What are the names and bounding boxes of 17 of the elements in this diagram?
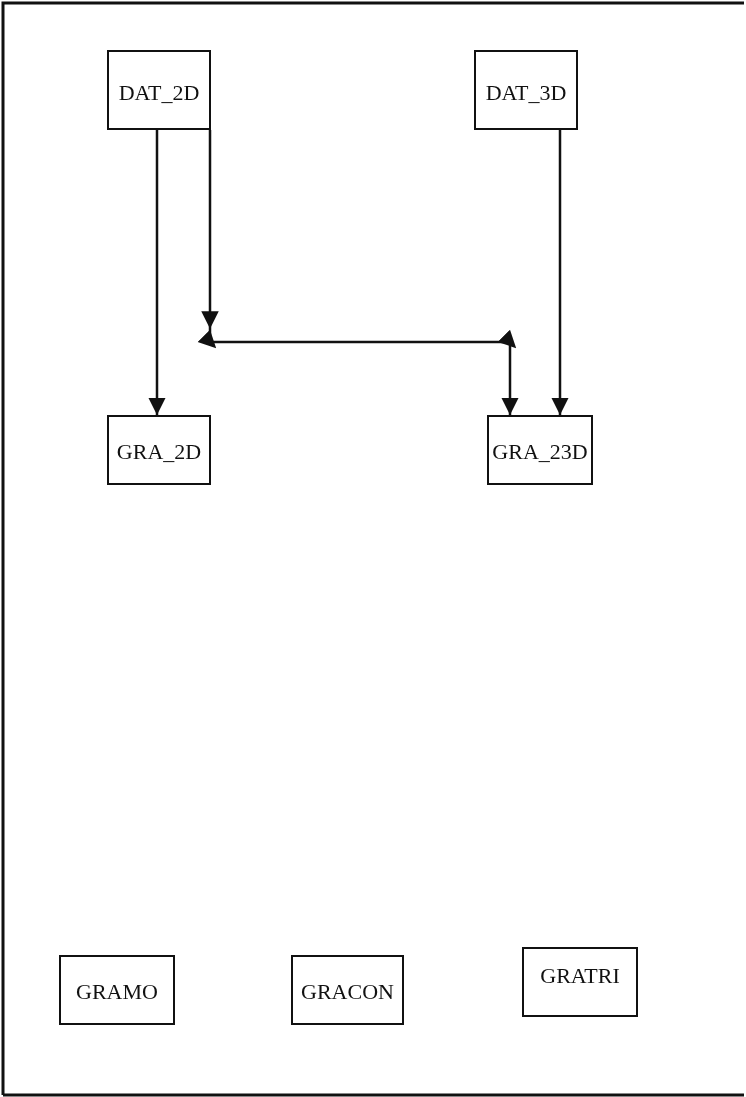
process-box (474, 50, 578, 130)
box-label: GRAMO (76, 979, 158, 1006)
process-box (291, 955, 404, 1025)
arrow (198, 130, 519, 415)
box-label: GRA_23D (492, 439, 588, 466)
box-label: GRA_2D (116, 439, 202, 466)
process-box (107, 415, 211, 485)
arrow (148, 130, 166, 415)
box-label: DAT_2D (118, 80, 200, 107)
box-label: GRATRI (540, 963, 620, 990)
arrow (551, 130, 569, 415)
process-box (59, 955, 175, 1025)
process-box (522, 947, 638, 1017)
box-label: DAT_3D (485, 80, 567, 107)
box-label: GRACON (301, 979, 394, 1006)
process-box (107, 50, 211, 130)
process-box (487, 415, 593, 485)
